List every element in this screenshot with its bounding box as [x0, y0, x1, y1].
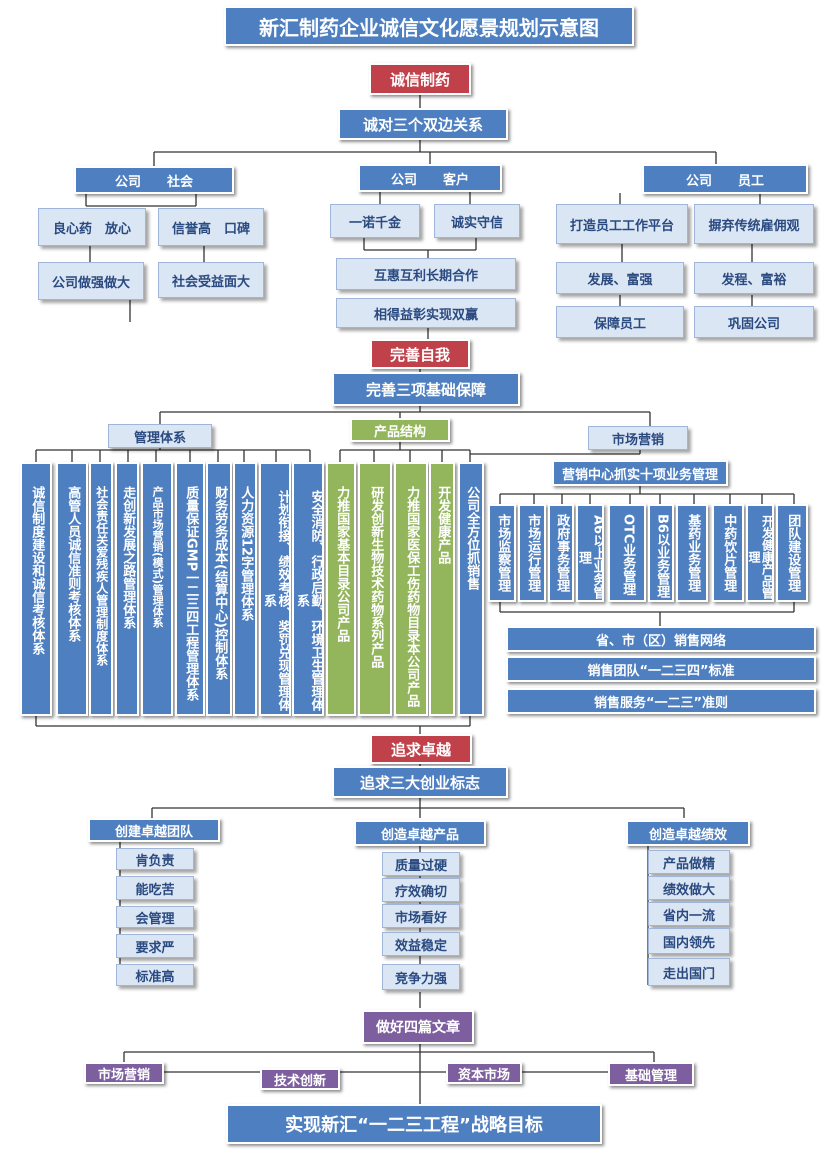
employee-item-work-platform: 打造员工工作平台: [556, 204, 688, 244]
core-self-improvement: 完善自我: [370, 339, 470, 369]
market-item-team-building: 团队建设管理: [776, 504, 808, 602]
product-item-market-promising: 市场看好: [382, 904, 460, 928]
article-basic-management: 基础管理: [608, 1062, 694, 1086]
customer-item-long-term-cooperation: 互惠互利长期合作: [336, 258, 516, 290]
market-item-otc-business: OTC业务管理: [608, 504, 646, 602]
three-startup-marks: 追求三大创业标志: [332, 766, 508, 798]
team-item-high-standard: 标准高: [116, 964, 194, 986]
company-society-header: 公司 社会: [74, 166, 234, 194]
mgmt-innovation-path: 走创新发展之路管理体系: [115, 462, 139, 716]
product-biotech-innovation: 研发创新生物技术药物系列产品: [358, 462, 392, 716]
core-integrity-pharma: 诚信制药: [369, 63, 471, 95]
mgmt-integrity-system: 诚信制度建设和诚信考核体系: [20, 462, 52, 716]
team-item-responsible: 肯负责: [116, 848, 194, 870]
three-basic-guarantees: 完善三项基础保障: [332, 372, 520, 406]
market-all-round-sales: 公司全方位抓销售: [458, 462, 484, 716]
market-item-health-product-management: 开发健康产品管理: [746, 504, 774, 602]
mgmt-plan-performance: 计划衔接、绩效考核、奖罚兑现管理体系: [259, 462, 291, 716]
mgmt-safety-admin: 安全消防、行政后勤、环境卫生管理体系: [292, 462, 324, 716]
excellent-performance-header: 创造卓越绩效: [626, 820, 750, 846]
market-item-tcm-pieces: 中药饮片管理: [712, 504, 744, 602]
article-marketing: 市场营销: [84, 1062, 164, 1084]
marketing-header: 市场营销: [588, 426, 688, 450]
mgmt-quality-gmp: 质量保证GMP一二三四工程管理体系: [175, 462, 205, 716]
market-item-government-affairs: 政府事务管理: [548, 504, 574, 602]
sales-network-row: 省、市（区）销售网络: [506, 626, 816, 652]
team-item-management: 会管理: [116, 906, 194, 928]
employee-item-develop-strong: 发展、富强: [556, 262, 684, 294]
mgmt-social-responsibility: 社会责任关爱残疾人管理制度体系: [89, 462, 113, 716]
market-item-b6-business: B6以业务管理: [648, 504, 674, 602]
article-tech-innovation: 技术创新: [260, 1068, 340, 1090]
product-item-competitiveness: 竞争力强: [382, 964, 460, 990]
product-item-stable-benefit: 效益稳定: [382, 932, 460, 956]
four-articles-header: 做好四篇文章: [362, 1010, 474, 1044]
page-title: 新汇制药企业诚信文化愿景规划示意图: [224, 6, 634, 46]
employee-item-protect-staff: 保障员工: [556, 306, 684, 338]
market-item-supervision: 市场监察管理: [488, 504, 516, 602]
customer-item-honesty: 诚实守信: [434, 204, 520, 238]
sales-team-standard-row: 销售团队“一二三四”标准: [506, 656, 816, 682]
team-item-hardworking: 能吃苦: [116, 876, 194, 900]
company-employee-header: 公司 员工: [642, 164, 808, 194]
customer-item-win-win: 相得益彰实现双赢: [336, 298, 516, 328]
society-item-reputation: 信誉高 口碑: [158, 208, 264, 246]
performance-item-refined-products: 产品做精: [648, 850, 730, 874]
market-item-operation: 市场运行管理: [518, 504, 546, 602]
performance-item-go-global: 走出国门: [648, 958, 730, 986]
society-item-society-benefit: 社会受益面大: [158, 262, 264, 298]
mgmt-product-marketing: 产品市场营销(模式)管理体系: [141, 462, 173, 716]
employee-item-develop-rich: 发程、富裕: [694, 262, 814, 294]
three-bilateral-relations: 诚对三个双边关系: [338, 108, 508, 140]
company-customer-header: 公司 客户: [358, 164, 502, 192]
customer-item-promise: 一诺千金: [330, 204, 420, 238]
product-health-products: 开发健康产品: [429, 462, 455, 716]
excellent-team-header: 创建卓越团队: [88, 818, 220, 842]
market-item-essential-drugs: 基药业务管理: [676, 504, 708, 602]
product-item-efficacy: 疗效确切: [382, 878, 460, 902]
excellent-product-header: 创造卓越产品: [354, 820, 486, 846]
mgmt-executive-integrity: 高管人员诚信准则考核体系: [56, 462, 88, 716]
performance-item-national-leading: 国内领先: [648, 928, 730, 954]
management-system-header: 管理体系: [108, 424, 212, 448]
mgmt-human-resources: 人力资源12字管理体系: [233, 462, 257, 716]
market-item-a6-business: A6以上业务管理: [576, 504, 604, 602]
product-medical-insurance-catalog: 力推国家医保工伤药物目录本公司产品: [394, 462, 428, 716]
sales-service-rule-row: 销售服务“一二三”准则: [506, 688, 816, 714]
product-national-basic-catalog: 力推国家基本目录公司产品: [326, 462, 356, 716]
performance-item-bigger-results: 绩效做大: [648, 876, 730, 900]
employee-item-abandon-hiring-view: 摒弃传统雇佣观: [694, 204, 814, 244]
mgmt-finance-cost: 财务劳务成本(结算中心)控制体系: [206, 462, 232, 716]
society-item-conscience-drug: 良心药 放心: [38, 208, 146, 246]
society-item-company-stronger: 公司做强做大: [38, 262, 144, 300]
core-pursue-excellence: 追求卓越: [370, 734, 472, 764]
strategic-goal: 实现新汇“一二三工程”战略目标: [226, 1104, 602, 1144]
marketing-center-ten-items: 营销中心抓实十项业务管理: [552, 460, 728, 486]
team-item-strict: 要求严: [116, 934, 194, 958]
article-capital-market: 资本市场: [446, 1062, 522, 1084]
performance-item-provincial-first: 省内一流: [648, 902, 730, 926]
product-item-quality: 质量过硬: [382, 852, 460, 876]
employee-item-consolidate-company: 巩固公司: [694, 306, 814, 338]
product-structure-header: 产品结构: [350, 418, 450, 442]
